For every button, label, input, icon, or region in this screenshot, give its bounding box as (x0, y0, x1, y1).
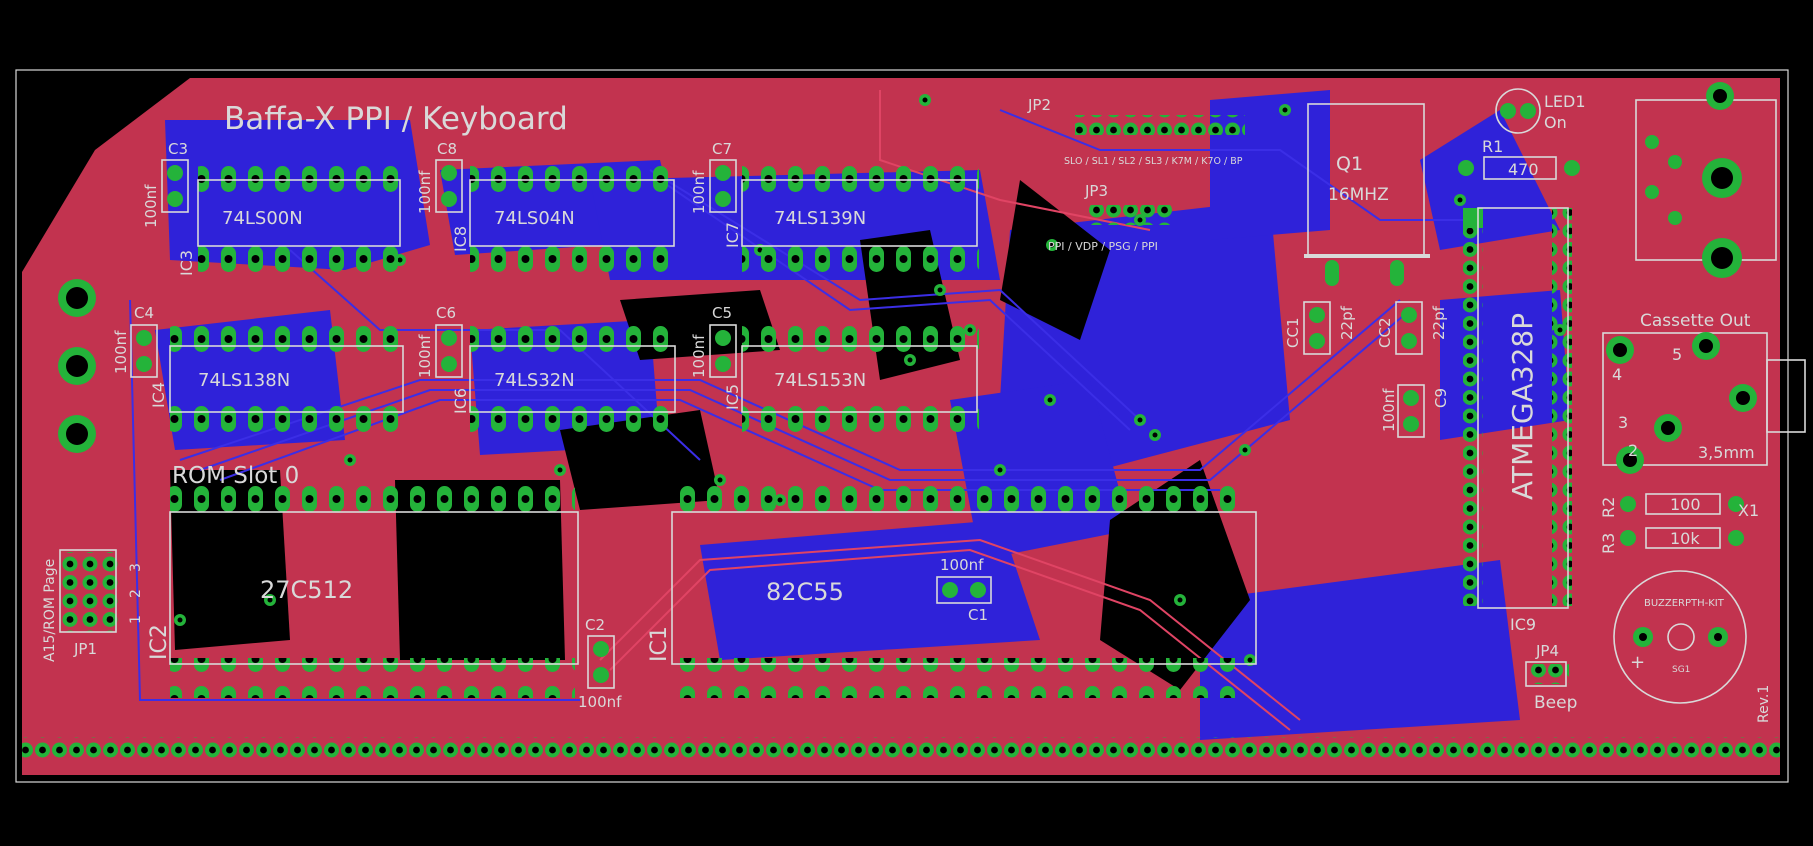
cassette-label: Cassette Out (1640, 311, 1751, 331)
jack-pin-5: 5 (1672, 345, 1682, 364)
ic6-footprint (469, 318, 680, 445)
jp3-pins (1087, 205, 1172, 225)
ic1-part: 82C55 (766, 578, 844, 606)
led1-ref: LED1 (1544, 92, 1586, 111)
jp1-pin-3: 3 (128, 563, 144, 572)
q1-value: 16MHZ (1328, 185, 1389, 205)
ic7-part: 74LS139N (774, 208, 866, 229)
buzzer-ref: SG1 (1672, 665, 1690, 675)
ic4-ref: IC4 (149, 382, 168, 408)
capacitor-footprints (130, 159, 1425, 689)
jp1-pin-2: 2 (128, 589, 144, 598)
r2-ref: R2 (1599, 497, 1618, 518)
c4-value: 100nf (112, 330, 130, 374)
rom-slot-label: ROM Slot 0 (172, 463, 299, 489)
buzzer-footprint (1613, 570, 1747, 704)
jp1-ref: JP1 (73, 640, 97, 658)
jp1-pin-1: 1 (128, 615, 144, 624)
board-title: Baffa-X PPI / Keyboard (224, 101, 568, 137)
c8-ref: C8 (437, 140, 457, 158)
ic7-ref: IC7 (723, 222, 742, 248)
edge-connector (22, 737, 1780, 759)
ic2-ref: IC2 (147, 624, 172, 660)
c1-value: 100nf (940, 556, 984, 574)
jp1-label: A15/ROM Page (42, 559, 58, 662)
c6-ref: C6 (436, 304, 456, 322)
revision-label: Rev.1 (1756, 685, 1772, 723)
cc2-ref: CC2 (1376, 318, 1394, 349)
jack-size-label: 3,5mm (1698, 443, 1755, 462)
jp2-ref: JP2 (1027, 96, 1051, 114)
jp4-label: Beep (1534, 693, 1577, 713)
board-edge (15, 69, 1789, 783)
ic7-footprint (741, 153, 979, 286)
cassette-jack-footprint (1602, 332, 1806, 474)
ic6-ref: IC6 (451, 388, 470, 414)
ic8-part: 74LS04N (494, 208, 575, 229)
c5-ref: C5 (712, 304, 732, 322)
ic9-part: ATMEGA328P (1506, 313, 1539, 500)
left-mounting-pads (58, 279, 96, 453)
ic3-ref: IC3 (177, 250, 196, 276)
ic1-ref: IC1 (647, 626, 672, 662)
r1-ref: R1 (1482, 137, 1503, 156)
c5-value: 100nf (690, 334, 708, 378)
c3-value: 100nf (142, 184, 160, 228)
ic2-part: 27C512 (260, 576, 353, 604)
led1-label: On (1544, 113, 1567, 132)
ic5-part: 74LS153N (774, 370, 866, 391)
cc2-value: 22pf (1430, 305, 1448, 340)
q1-ref: Q1 (1336, 153, 1363, 175)
jp4-pins (1529, 664, 1569, 684)
x1-ref: X1 (1738, 501, 1759, 520)
ic5-footprint (741, 318, 979, 445)
c9-value: 100nf (1380, 388, 1398, 432)
c7-value: 100nf (690, 170, 708, 214)
c2-ref: C2 (585, 616, 605, 634)
c8-value: 100nf (416, 170, 434, 214)
buzzer-polarity: + (1630, 652, 1645, 673)
jp4-ref: JP4 (1535, 642, 1559, 660)
resistor-footprints (1458, 156, 1744, 549)
r1-value: 470 (1508, 160, 1539, 179)
buzzer-label: BUZZERPTH-KIT (1644, 598, 1725, 609)
led1-footprint (1495, 88, 1541, 134)
ic4-footprint (169, 318, 407, 445)
c1-ref: C1 (968, 606, 988, 624)
ic5-ref: IC5 (723, 384, 742, 410)
ic9-ref: IC9 (1510, 615, 1536, 634)
ic8-footprint (469, 153, 680, 286)
jack-pin-2: 2 (1628, 441, 1638, 460)
c7-ref: C7 (712, 140, 732, 158)
ic8-ref: IC8 (451, 226, 470, 252)
c4-ref: C4 (134, 304, 154, 322)
ic1-footprint (671, 482, 1257, 698)
r3-value: 10k (1670, 529, 1700, 548)
ic2-footprint (169, 482, 579, 698)
cc1-ref: CC1 (1284, 318, 1302, 349)
c3-ref: C3 (168, 140, 188, 158)
traces (129, 90, 1480, 731)
top-right-connector (1635, 82, 1777, 278)
c9-ref: C9 (1432, 388, 1450, 408)
jp2-label: SLO / SL1 / SL2 / SL3 / K7M / K7O / BP (1064, 156, 1243, 167)
jp3-label: PPI / VDP / PSG / PPI (1048, 240, 1158, 253)
ic3-footprint (197, 153, 408, 286)
c6-value: 100nf (416, 334, 434, 378)
jp2-pins (1075, 115, 1245, 135)
cc1-value: 22pf (1338, 305, 1356, 340)
ic9-footprint (1463, 207, 1572, 609)
jack-pin-3: 3 (1618, 413, 1628, 432)
ic3-part: 74LS00N (222, 208, 303, 229)
ic4-part: 74LS138N (198, 370, 290, 391)
c2-value: 100nf (578, 693, 622, 711)
ic6-part: 74LS32N (494, 370, 575, 391)
jack-pin-4: 4 (1612, 365, 1622, 384)
jp1-pins (62, 552, 118, 632)
jp3-ref: JP3 (1084, 182, 1108, 200)
r3-ref: R3 (1599, 533, 1618, 554)
r2-value: 100 (1670, 495, 1701, 514)
